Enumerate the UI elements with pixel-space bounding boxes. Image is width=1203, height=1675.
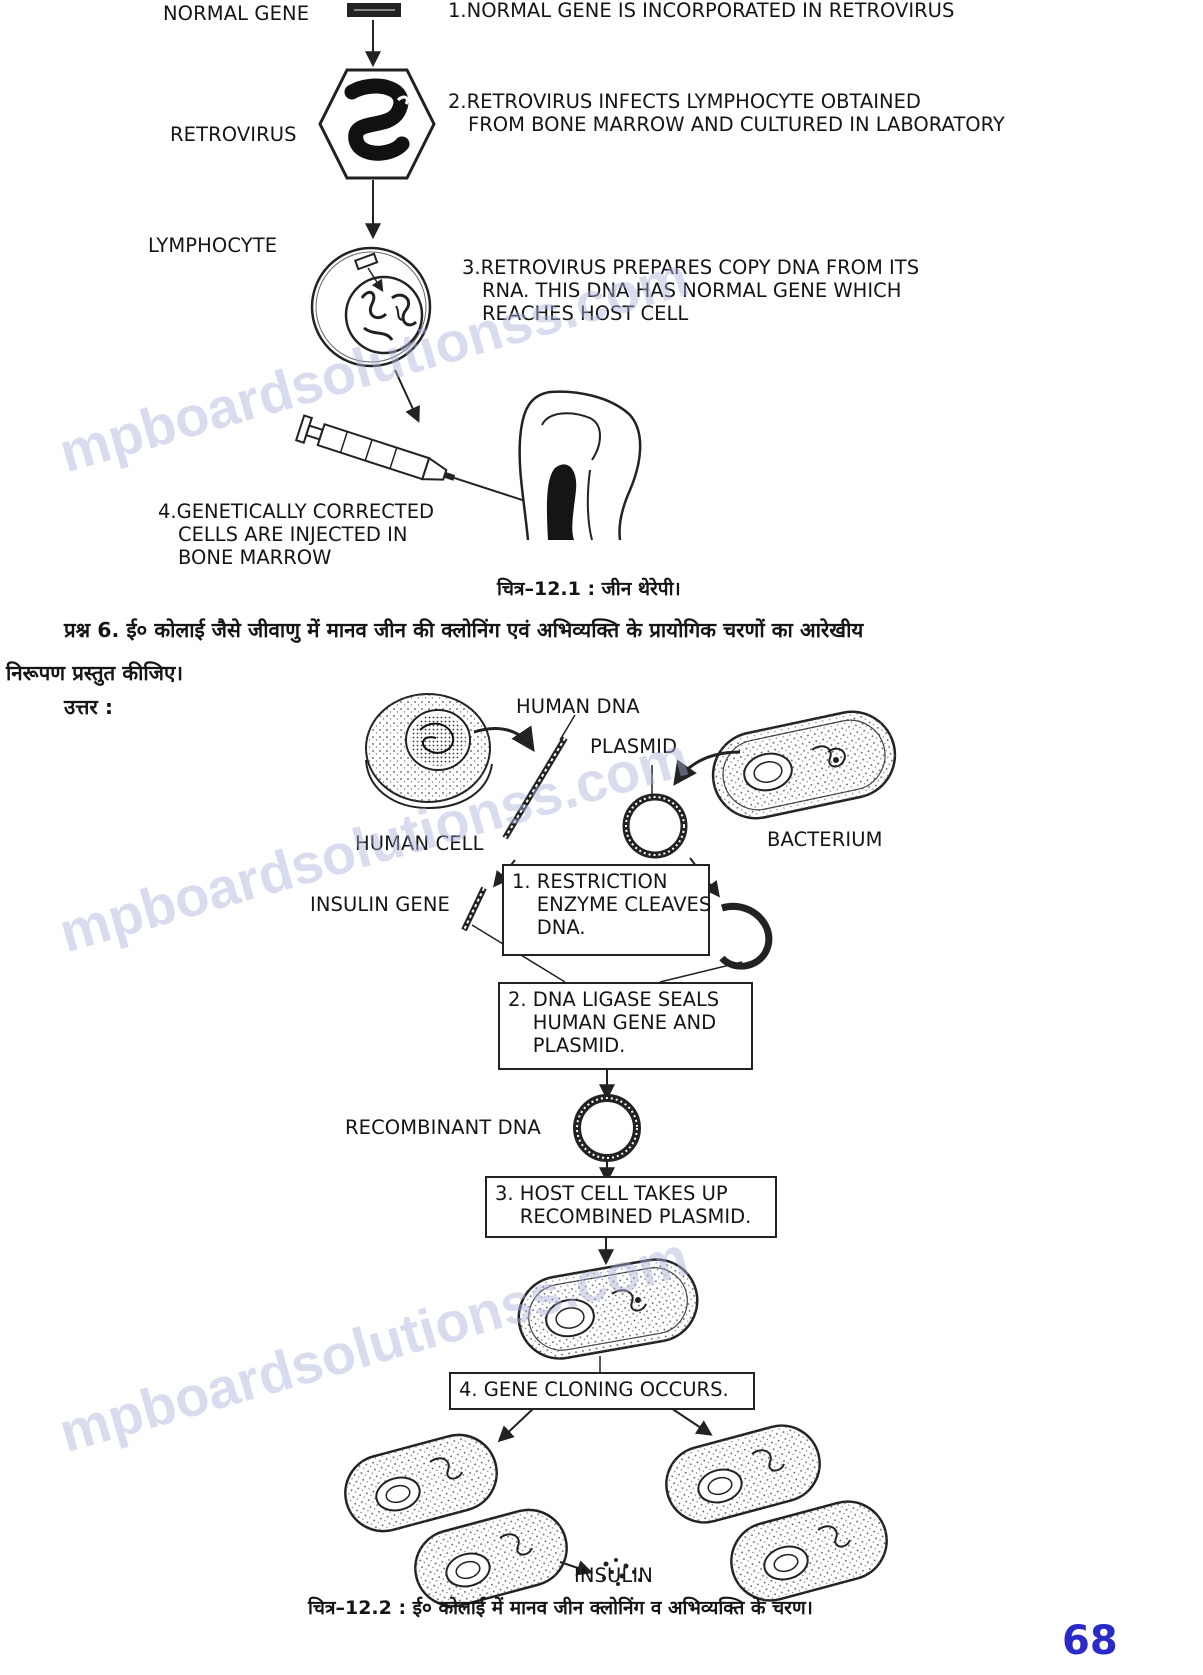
recombinant-dna-drawing [573,1094,641,1162]
clone-bacterium-4 [730,1500,888,1602]
step3-line1: 3.RETROVIRUS PREPARES COPY DNA FROM ITS [462,256,920,279]
step1-text: 1.NORMAL GENE IS INCORPORATED IN RETROVI… [448,0,955,22]
step3-line3: REACHES HOST CELL [482,302,689,325]
host-bacterium-drawing [517,1258,699,1360]
arrow-box4-to-left-clones [497,1405,537,1443]
arrow-lymphocyte-to-syringe [394,369,420,423]
arrow-to-insulin [559,1560,594,1576]
step-box-4: 4. GENE CLONING OCCURS. [449,1372,755,1410]
step3-line2: RNA. THIS DNA HAS NORMAL GENE WHICH [482,279,902,302]
human-dna-pointer [559,714,576,741]
label-recombinant-dna: RECOMBINANT DNA [345,1116,541,1139]
arrow-nucleus-to-dna [473,725,535,752]
label-insulin: INSULIN [574,1564,653,1587]
clone-bacterium-3 [665,1424,821,1524]
lymphocyte-drawing [310,246,432,368]
label-retrovirus: RETROVIRUS [170,123,297,146]
bacterium-drawing [711,710,897,820]
normal-gene-block [347,3,401,17]
label-bacterium: BACTERIUM [767,828,883,851]
label-plasmid: PLASMID [590,735,678,758]
label-lymphocyte: LYMPHOCYTE [148,234,278,257]
arrow-bacterium-to-plasmid [673,750,741,786]
insulin-granules [602,1558,642,1586]
label-normal-gene: NORMAL GENE [163,2,310,25]
label-human-dna: HUMAN DNA [516,695,640,718]
question-line2: निरूपण प्रस्तुत कीजिए। [6,661,184,685]
bone-drawing [518,390,642,541]
label-insulin-gene: INSULIN GENE [310,893,450,916]
clone-bacterium-2 [414,1508,568,1608]
step2-line2: FROM BONE MARROW AND CULTURED IN LABORAT… [468,113,1005,136]
answer-label: उत्तर : [64,695,114,719]
step-box-1: 1. RESTRICTION ENZYME CLEAVES DNA. [502,864,711,956]
arrow-box4-to-right-clones [667,1405,713,1436]
step4-line1: 4.GENETICALLY CORRECTED [158,500,435,523]
retrovirus-drawing [318,68,436,180]
clone-bacterium-1 [344,1433,498,1533]
line-plasmid-to-box2 [659,961,743,983]
step2-line1: 2.RETROVIRUS INFECTS LYMPHOCYTE OBTAINED [448,90,921,113]
step-box-3: 3. HOST CELL TAKES UP RECOMBINED PLASMID… [485,1176,777,1238]
human-dna-strand [502,736,568,840]
syringe-drawing [294,414,558,513]
plasmid-drawing [622,793,688,859]
label-human-cell: HUMAN CELL [355,832,484,855]
step4-line2: CELLS ARE INJECTED IN [178,523,408,546]
page-number: 68 [1062,1618,1118,1664]
figure2-caption: चित्र–12.2 : ई० कोलाई में मानव जीन क्लोन… [308,1597,813,1619]
step-box-2: 2. DNA LIGASE SEALS HUMAN GENE AND PLASM… [498,982,753,1070]
figure1-caption: चित्र–12.1 : जीन थेरेपी। [497,578,681,600]
opened-plasmid-drawing [719,902,773,970]
question-line1: प्रश्न 6. ई० कोलाई जैसे जीवाणु में मानव … [64,618,864,642]
human-cell-drawing [365,693,493,810]
insulin-gene-fragment [461,886,487,932]
step4-line3: BONE MARROW [178,546,332,569]
